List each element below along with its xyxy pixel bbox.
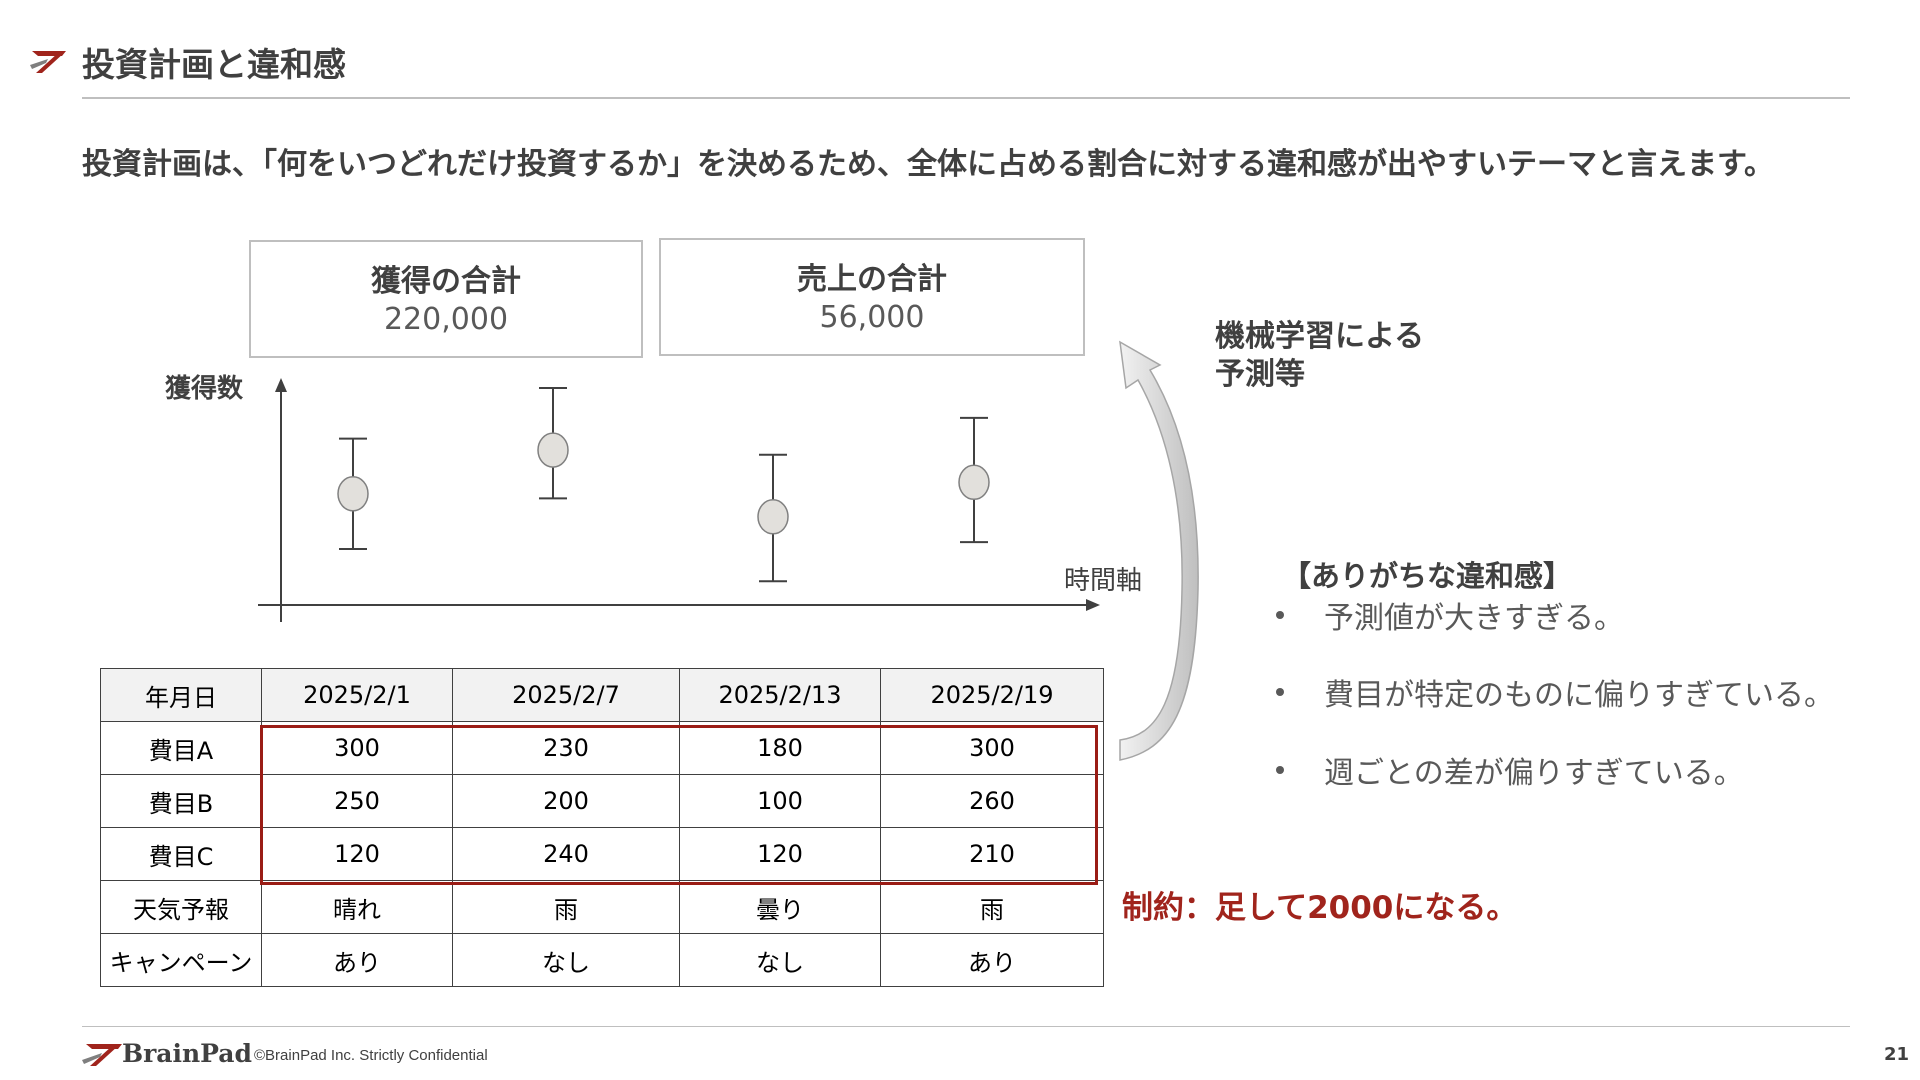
x-axis-label: 時間軸 — [1064, 566, 1143, 596]
table-cell: 210 — [880, 827, 1104, 881]
copyright-text: ©BrainPad Inc. Strictly Confidential — [254, 1047, 488, 1064]
table-cell: なし — [452, 933, 680, 987]
page-title: 投資計画と違和感 — [82, 45, 346, 84]
summary-box-sales: 売上の合計 56,000 — [659, 238, 1085, 356]
ml-label-line: 機械学習による — [1215, 319, 1425, 354]
table-cell: 雨 — [452, 880, 680, 934]
summary-label: 売上の合計 — [797, 262, 947, 297]
data-point — [958, 464, 990, 501]
table-header-row: 年月日 2025/2/1 2025/2/7 2025/2/13 2025/2/1… — [100, 668, 1104, 722]
summary-box-acquisition: 獲得の合計 220,000 — [249, 240, 643, 358]
table-cell: 240 — [452, 827, 680, 881]
data-point — [757, 499, 789, 535]
table-cell: 曇り — [679, 880, 881, 934]
table-cell: 300 — [261, 721, 453, 775]
table-cell: なし — [679, 933, 881, 987]
summary-value: 220,000 — [383, 302, 509, 337]
table-row: 費目A 300 230 180 300 — [100, 721, 1104, 775]
summary-label: 獲得の合計 — [371, 264, 521, 299]
table-cell: 天気予報 — [100, 880, 262, 934]
table-row: 天気予報 晴れ 雨 曇り 雨 — [100, 880, 1104, 934]
table-cell: 費目B — [100, 774, 262, 828]
data-point — [337, 476, 369, 512]
page-number: 21 — [1884, 1044, 1910, 1065]
y-axis-label: 獲得数 — [165, 374, 244, 404]
bullet-icon — [1276, 611, 1284, 619]
issues-title: 【ありがちな違和感】 — [1282, 559, 1573, 593]
ml-label-line: 予測等 — [1215, 357, 1305, 392]
table-cell: 費目A — [100, 721, 262, 775]
table-cell: 雨 — [880, 880, 1104, 934]
table-cell: 晴れ — [261, 880, 453, 934]
bullet-icon — [1276, 766, 1284, 774]
table-cell: 費目C — [100, 827, 262, 881]
constraint-text: 制約：足して2000になる。 — [1122, 890, 1518, 926]
table-header-cell: 2025/2/19 — [880, 668, 1104, 722]
table-cell: 250 — [261, 774, 453, 828]
table-cell: キャンペーン — [100, 933, 262, 987]
budget-table: 年月日 2025/2/1 2025/2/7 2025/2/13 2025/2/1… — [100, 668, 1104, 987]
table-cell: あり — [880, 933, 1104, 987]
table-row: 費目C 120 240 120 210 — [100, 827, 1104, 881]
table-cell: 100 — [679, 774, 881, 828]
table-header-cell: 年月日 — [100, 668, 262, 722]
lead-text: 投資計画は、「何をいつどれだけ投資するか」を決めるため、全体に占める割合に対する… — [82, 147, 1774, 182]
footer-divider — [82, 1026, 1850, 1027]
title-divider — [82, 97, 1850, 99]
table-header-cell: 2025/2/13 — [679, 668, 881, 722]
footer-logo: BrainPad — [122, 1039, 252, 1068]
table-cell: 180 — [679, 721, 881, 775]
table-cell: 260 — [880, 774, 1104, 828]
data-point — [537, 432, 569, 468]
table-cell: 230 — [452, 721, 680, 775]
table-cell: 300 — [880, 721, 1104, 775]
x-axis-arrow-icon — [1086, 599, 1100, 611]
table-header-cell: 2025/2/1 — [261, 668, 453, 722]
brainpad-logo-icon — [82, 1044, 122, 1066]
bullet-icon — [1276, 688, 1284, 696]
summary-value: 56,000 — [819, 300, 925, 335]
curved-arrow-icon — [1119, 340, 1199, 761]
ml-prediction-label: 機械学習による 予測等 — [1215, 318, 1424, 394]
brand-mark-icon — [30, 51, 66, 73]
error-bar-chart — [258, 378, 1100, 622]
table-row: キャンペーン あり なし なし あり — [100, 933, 1104, 987]
y-axis-arrow-icon — [275, 378, 287, 392]
table-cell: あり — [261, 933, 453, 987]
table-header-cell: 2025/2/7 — [452, 668, 680, 722]
constraint-highlight-box — [260, 725, 1098, 885]
